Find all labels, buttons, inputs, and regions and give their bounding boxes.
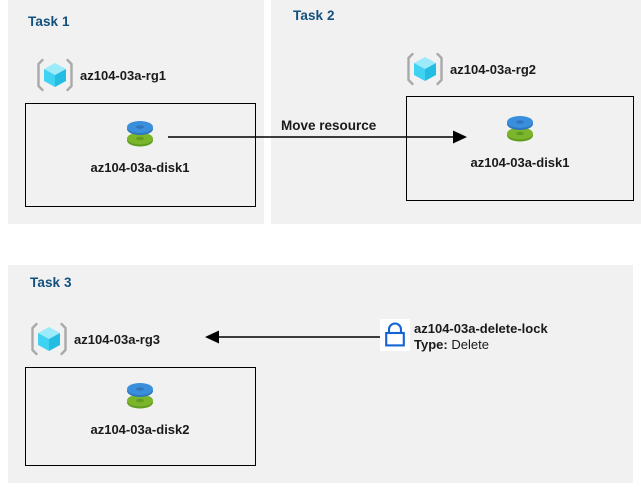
managed-disk-icon (119, 375, 161, 417)
panel-task-1 (8, 0, 264, 224)
padlock-icon (380, 319, 410, 351)
disk-label-task-3: az104-03a-disk2 (90, 422, 190, 437)
delete-lock-arrow (205, 330, 380, 344)
disk-label-task-2: az104-03a-disk1 (470, 155, 570, 170)
move-resource-label: Move resource (281, 118, 377, 133)
resource-group-label-task-2: az104-03a-rg2 (450, 61, 536, 77)
disk-resource-task-2: az104-03a-disk1 (460, 108, 580, 170)
move-resource-arrow (168, 130, 467, 144)
disk-resource-task-1: az104-03a-disk1 (80, 113, 200, 175)
panel-title-task-1: Task 1 (28, 14, 70, 29)
panel-task-3 (8, 265, 633, 483)
resource-group-cube-icon (36, 56, 74, 94)
delete-lock-name: az104-03a-delete-lock (414, 321, 548, 336)
disk-resource-task-3: az104-03a-disk2 (80, 375, 200, 437)
managed-disk-icon (499, 108, 541, 150)
resource-box-task-1 (25, 103, 256, 207)
disk-label-task-1: az104-03a-disk1 (90, 160, 190, 175)
resource-box-task-3 (25, 367, 256, 466)
resource-group-label-task-3: az104-03a-rg3 (74, 331, 160, 347)
resource-group-cube-icon (406, 50, 444, 88)
resource-group-task-1: az104-03a-rg1 (36, 56, 166, 94)
resource-box-task-2 (406, 96, 634, 201)
panel-title-task-2: Task 2 (293, 8, 335, 23)
delete-lock-type-key: Type: (414, 336, 448, 352)
managed-disk-icon (119, 113, 161, 155)
resource-group-cube-icon (30, 320, 68, 358)
resource-group-task-2: az104-03a-rg2 (406, 50, 536, 88)
delete-lock-type-value: Delete (451, 336, 489, 352)
delete-lock-text-block: az104-03a-delete-lock Type: Delete (414, 321, 548, 353)
resource-group-task-3: az104-03a-rg3 (30, 320, 160, 358)
panel-title-task-3: Task 3 (30, 275, 72, 290)
delete-lock-type: Type: Delete (414, 336, 548, 353)
panel-task-2 (271, 0, 641, 224)
resource-group-label-task-1: az104-03a-rg1 (80, 67, 166, 83)
